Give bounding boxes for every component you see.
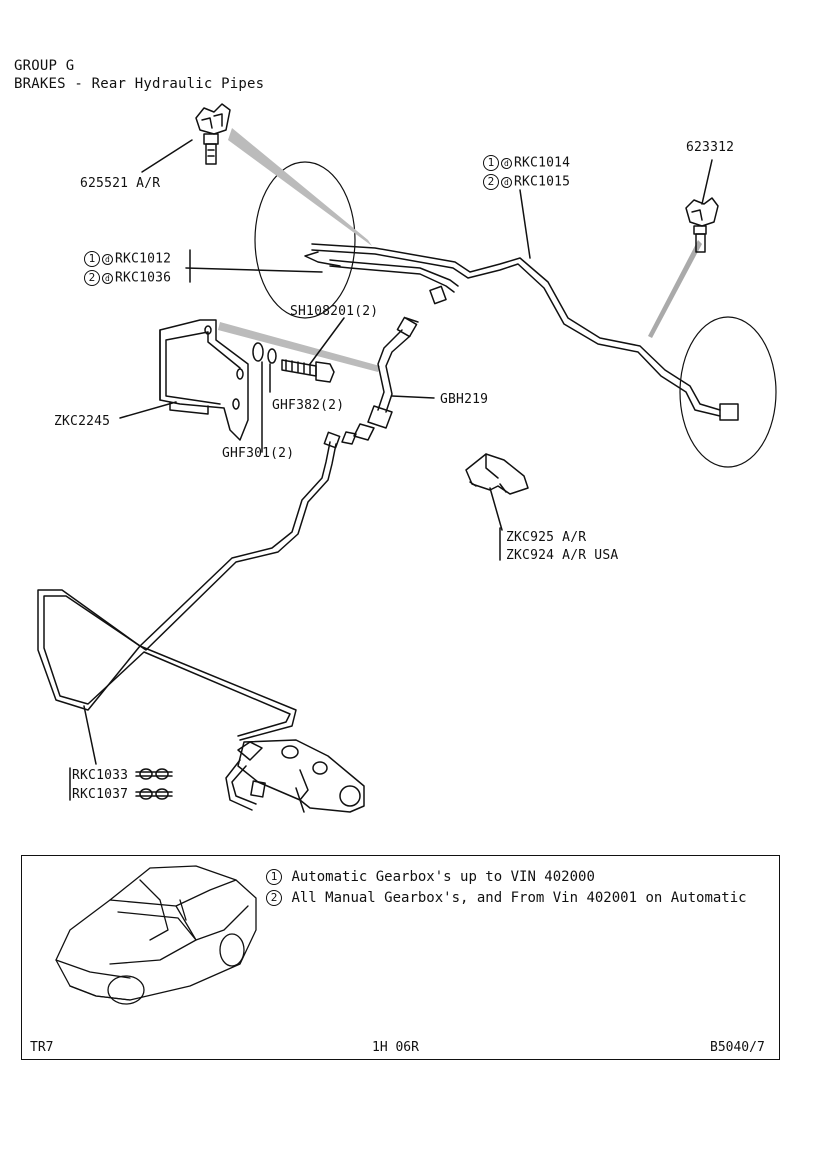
car-sketch <box>55 865 257 1005</box>
washer-ghf382 <box>267 348 277 364</box>
footer-ref: B5040/7 <box>710 1040 765 1055</box>
d-mark-icon: d <box>501 176 512 188</box>
clip-623312 <box>685 197 719 253</box>
footer-model: TR7 <box>30 1040 54 1055</box>
label-ghf301: GHF301(2) <box>222 446 295 461</box>
hose-gbh219 <box>341 316 419 445</box>
right-wheel-outline <box>679 316 777 468</box>
variant-2-mark: 2 <box>84 270 100 286</box>
left-wheel-outline <box>254 161 356 319</box>
leader-623312 <box>701 159 713 205</box>
variant-2-mark: 2 <box>266 890 282 906</box>
page-header: GROUP G BRAKES - Rear Hydraulic Pipes <box>14 57 264 93</box>
label-ghf382: GHF382(2) <box>272 398 345 413</box>
leader-rkc1033 <box>83 705 97 765</box>
union-icon-1033 <box>135 768 173 780</box>
label-zkc2245: ZKC2245 <box>54 414 111 429</box>
union-icon-1037 <box>135 788 173 800</box>
shade-cone-right <box>648 240 702 338</box>
variant-1-mark: 1 <box>483 155 499 171</box>
leader-sh108201 <box>309 317 345 365</box>
label-zkc924: ZKC924 A/R USA <box>506 548 619 563</box>
leader-625521 <box>141 139 193 173</box>
clip-625521 <box>195 103 231 165</box>
variant-1-mark: 1 <box>266 869 282 885</box>
leader-rkc1014 <box>519 189 531 259</box>
note-1: 1 Automatic Gearbox's up to VIN 402000 <box>266 868 595 886</box>
lower-pipe-run <box>37 431 341 741</box>
label-625521: 625521 A/R <box>80 176 161 191</box>
legend-box: 1 Automatic Gearbox's up to VIN 402000 2… <box>21 855 780 1060</box>
d-mark-icon: d <box>501 157 512 169</box>
label-rkc1037: RKC1037 <box>72 787 129 802</box>
bolt-sh108201 <box>281 359 335 383</box>
leader-zkc2245 <box>119 401 177 419</box>
leader-gbh219 <box>391 395 435 399</box>
footer-code: 1H 06R <box>372 1040 419 1055</box>
leader-rkc1012 <box>185 267 323 273</box>
variant-2-mark: 2 <box>483 174 499 190</box>
d-mark-icon: d <box>102 272 113 284</box>
d-mark-icon: d <box>102 253 113 265</box>
shade-cone-bracket <box>218 322 380 372</box>
shade-cone-left <box>228 128 372 246</box>
label-623312: 623312 <box>686 140 735 155</box>
label-gbh219: GBH219 <box>440 392 489 407</box>
clip-zkc925 <box>465 453 529 495</box>
upper-pipe-run <box>304 243 739 421</box>
label-rkc1033: RKC1033 <box>72 768 129 783</box>
label-sh108201: SH108201(2) <box>290 304 379 319</box>
note-2: 2 All Manual Gearbox's, and From Vin 402… <box>266 889 747 907</box>
group-label: GROUP G <box>14 58 75 74</box>
bracket-zkc2245 <box>159 319 249 441</box>
pressure-valve <box>225 739 365 813</box>
leader-zkc925 <box>489 487 503 531</box>
label-zkc925: ZKC925 A/R <box>506 530 587 545</box>
variant-1-mark: 1 <box>84 251 100 267</box>
washer-ghf301 <box>252 342 264 362</box>
page-title: BRAKES - Rear Hydraulic Pipes <box>14 76 265 92</box>
